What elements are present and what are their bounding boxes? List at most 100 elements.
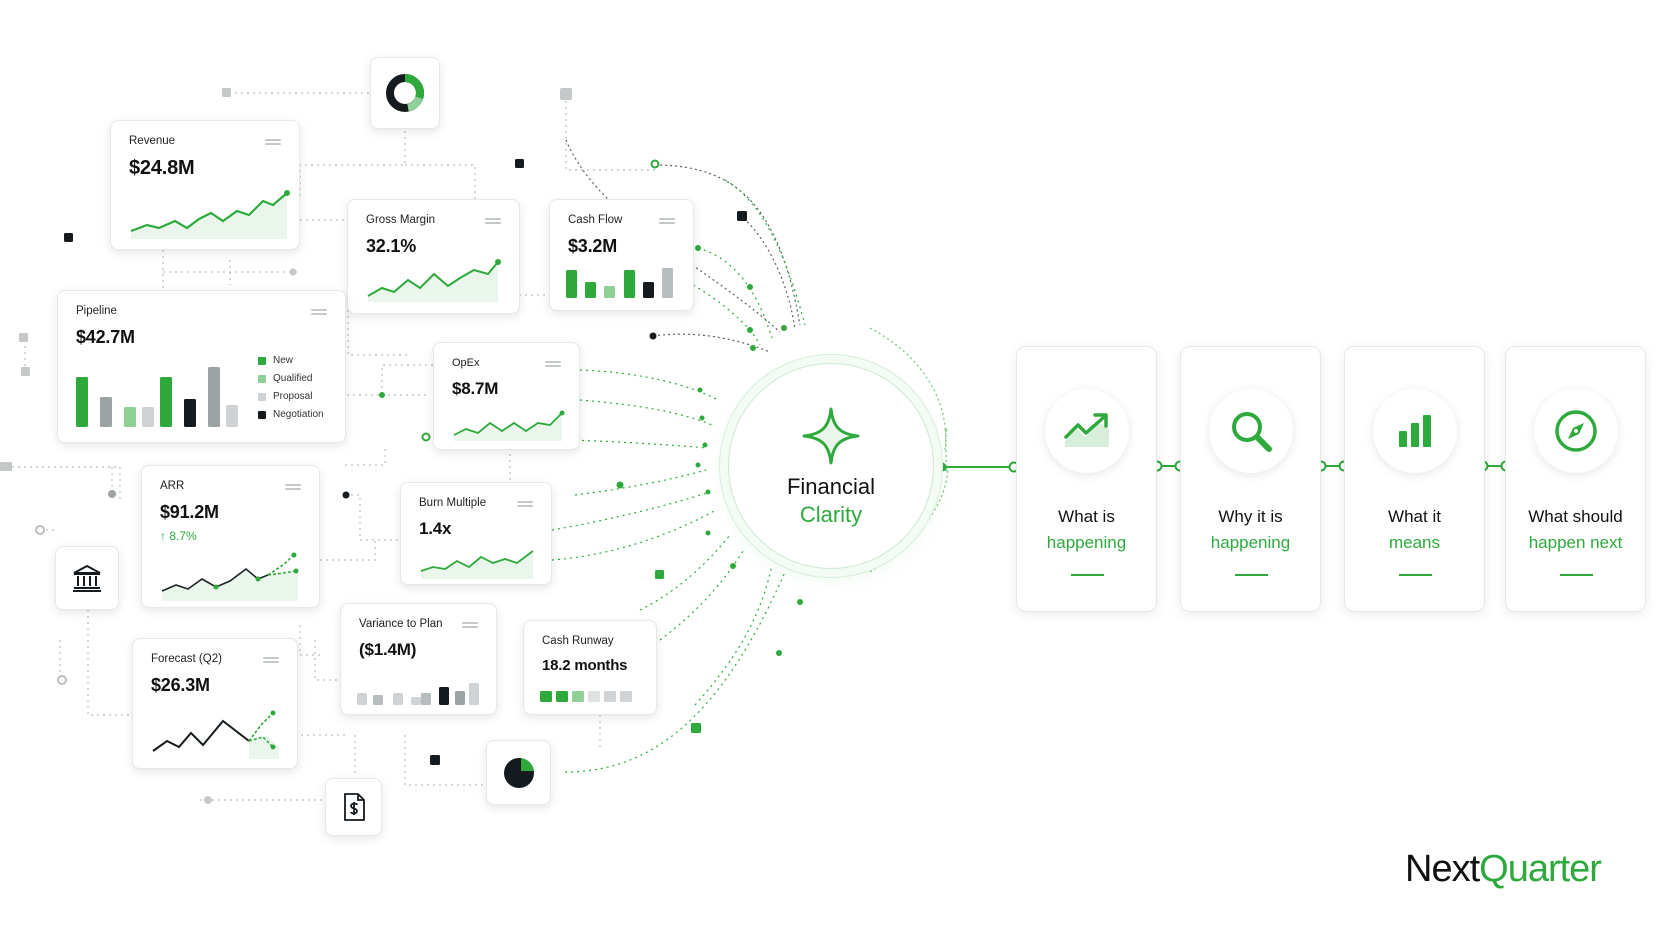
pipeline-card[interactable]: Pipeline $42.7M New Qualified Proposal N…	[57, 290, 346, 443]
card-value: 32.1%	[366, 236, 417, 256]
variance-bar-chart	[357, 683, 479, 705]
card-value: $91.2M	[160, 502, 219, 522]
sparkline-chart	[420, 550, 534, 579]
legend-item: Qualified	[258, 373, 324, 384]
financial-clarity-hub: Financial Clarity	[728, 363, 934, 569]
bank-tile[interactable]	[55, 546, 119, 610]
step-what-should-happen-next[interactable]: What should happen next	[1505, 346, 1646, 612]
legend-item: Negotiation	[258, 409, 324, 420]
legend-label: Negotiation	[273, 409, 324, 420]
burn-multiple-card[interactable]: Burn Multiple 1.4x	[400, 482, 552, 585]
card-title: Revenue	[129, 135, 176, 147]
card-menu-icon[interactable]	[311, 309, 327, 317]
step-title: Why it is	[1218, 507, 1283, 526]
step-title: What should	[1528, 507, 1623, 526]
forecast-line-chart	[161, 552, 299, 601]
sparkle-icon	[802, 407, 860, 465]
brand-wordmark-part2: Quarter	[1479, 848, 1602, 890]
legend-swatch	[258, 374, 266, 383]
card-title: OpEx	[452, 357, 480, 369]
step-icon-circle	[1045, 389, 1129, 473]
card-value: $24.8M	[129, 157, 195, 179]
hub-subtitle: Clarity	[799, 502, 863, 527]
step-accent-rule	[1399, 574, 1432, 576]
card-menu-icon[interactable]	[263, 657, 279, 665]
card-menu-icon[interactable]	[659, 218, 675, 226]
card-menu-icon[interactable]	[517, 501, 533, 509]
step-accent-rule	[1071, 574, 1104, 576]
opex-card[interactable]: OpEx $8.7M	[433, 342, 580, 450]
card-value: 1.4x	[419, 519, 452, 538]
mini-bar-chart	[566, 268, 673, 298]
step-subtitle: happening	[1046, 533, 1127, 552]
card-value: $8.7M	[452, 379, 499, 398]
card-value: $42.7M	[76, 327, 135, 347]
step-accent-rule	[1560, 574, 1593, 576]
step-icon-circle	[1373, 389, 1457, 473]
legend-label: Proposal	[273, 391, 313, 402]
gross-margin-card[interactable]: Gross Margin 32.1%	[347, 199, 520, 314]
sparkline-chart	[367, 259, 501, 302]
compass-icon	[1555, 410, 1597, 452]
card-value: 18.2 months	[542, 657, 628, 674]
step-icon-circle	[1534, 389, 1618, 473]
card-menu-icon[interactable]	[485, 218, 501, 226]
hub-title: Financial	[786, 474, 876, 499]
card-value: $26.3M	[151, 675, 210, 695]
magnifier-icon	[1232, 412, 1272, 452]
card-title: Variance to Plan	[359, 618, 443, 630]
step-subtitle: happen next	[1528, 533, 1623, 552]
card-value: $3.2M	[568, 236, 618, 256]
dollar-document-icon	[343, 793, 365, 821]
step-subtitle: means	[1388, 533, 1441, 552]
legend-label: New	[273, 355, 294, 366]
runway-progress-blocks	[540, 691, 632, 702]
brand-logo: NextQuarter	[1405, 848, 1602, 891]
step-accent-rule	[1235, 574, 1268, 576]
card-menu-icon[interactable]	[285, 484, 301, 492]
card-menu-icon[interactable]	[462, 622, 478, 630]
legend-item: Proposal	[258, 391, 324, 402]
donut-chart-icon	[386, 73, 424, 112]
legend-label: Qualified	[273, 373, 313, 384]
forecast-card[interactable]: Forecast (Q2) $26.3M	[132, 638, 298, 769]
card-title: Cash Flow	[568, 214, 623, 226]
legend-swatch	[258, 410, 266, 419]
cash-flow-card[interactable]: Cash Flow $3.2M	[549, 199, 694, 311]
card-menu-icon[interactable]	[265, 139, 281, 147]
sparkline-chart	[453, 410, 565, 441]
pipeline-legend: New Qualified Proposal Negotiation	[258, 355, 324, 427]
step-icon-circle	[1209, 389, 1293, 473]
brand-wordmark-part1: Next	[1405, 848, 1480, 890]
legend-swatch	[258, 392, 266, 401]
revenue-card[interactable]: Revenue $24.8M	[110, 120, 300, 250]
pie-chart-tile[interactable]	[486, 740, 551, 805]
forecast-line-chart	[152, 710, 279, 759]
arr-card[interactable]: ARR $91.2M ↑ 8.7%	[141, 465, 320, 608]
donut-chart-tile[interactable]	[370, 57, 440, 129]
step-title: What it	[1388, 507, 1441, 526]
pipeline-bar-chart	[76, 367, 238, 427]
card-title: Gross Margin	[366, 214, 436, 226]
step-why-it-is-happening[interactable]: Why it is happening	[1180, 346, 1321, 612]
card-title: Pipeline	[76, 305, 117, 317]
bank-icon	[73, 564, 101, 592]
card-menu-icon[interactable]	[545, 361, 561, 369]
card-title: Burn Multiple	[419, 497, 487, 509]
card-title: ARR	[160, 480, 185, 492]
bar-chart-icon	[1399, 415, 1431, 447]
card-title: Forecast (Q2)	[151, 653, 222, 665]
step-what-is-happening[interactable]: What is happening	[1016, 346, 1157, 612]
card-title: Cash Runway	[542, 635, 614, 647]
legend-swatch	[258, 356, 266, 365]
pie-chart-icon	[503, 757, 534, 788]
document-tile[interactable]	[325, 778, 382, 836]
sparkline-chart	[130, 190, 290, 239]
trend-up-chart-icon	[1064, 413, 1109, 447]
step-what-it-means[interactable]: What it means	[1344, 346, 1485, 612]
step-title: What is	[1058, 507, 1115, 526]
variance-to-plan-card[interactable]: Variance to Plan ($1.4M)	[340, 603, 497, 715]
step-subtitle: happening	[1210, 533, 1291, 552]
cash-runway-card[interactable]: Cash Runway 18.2 months	[523, 620, 657, 715]
card-value: ($1.4M)	[359, 640, 417, 659]
